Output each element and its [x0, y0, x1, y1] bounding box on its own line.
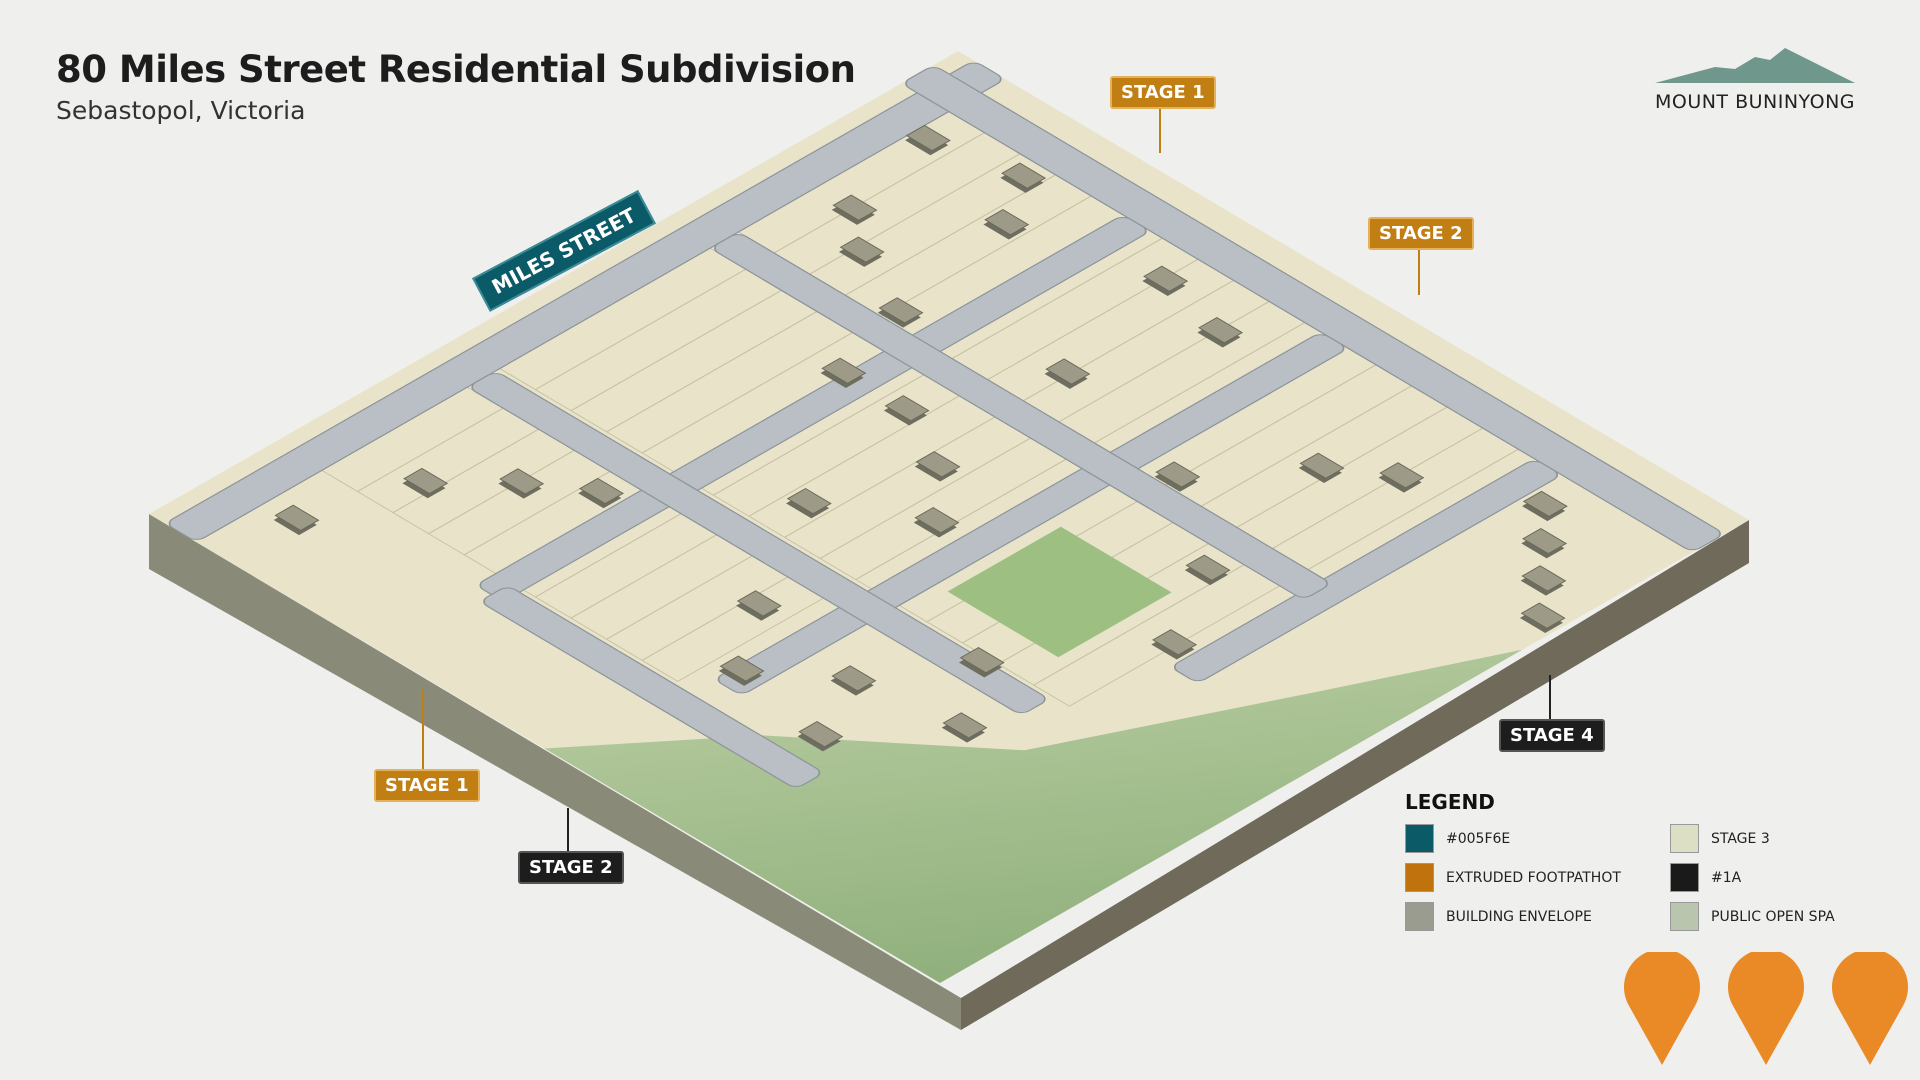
legend-item: STAGE 3 — [1670, 824, 1885, 853]
building — [719, 655, 765, 682]
legend-item: BUILDING ENVELOPE — [1405, 902, 1670, 931]
building — [1185, 554, 1231, 581]
map-pin-icon[interactable] — [1830, 952, 1910, 1067]
building — [1522, 490, 1568, 518]
building — [1522, 527, 1568, 555]
legend-swatch — [1670, 902, 1699, 931]
road — [471, 373, 1046, 714]
building — [1521, 565, 1567, 592]
building — [914, 507, 960, 534]
legend-label: EXTRUDED FOOTPATHOT — [1446, 869, 1621, 886]
building — [905, 124, 951, 152]
park — [947, 526, 1172, 658]
building — [786, 487, 832, 515]
stage-tag: STAGE 2 — [1368, 217, 1474, 250]
road — [1173, 460, 1559, 682]
legend-swatch — [1670, 863, 1699, 892]
road — [483, 587, 821, 787]
legend-swatch — [1670, 824, 1699, 853]
legend-item: EXTRUDED FOOTPATHOT — [1405, 863, 1670, 892]
legend-swatch — [1405, 902, 1434, 931]
stage-tag: STAGE 1 — [1110, 76, 1216, 109]
mountain-icon — [1655, 48, 1855, 83]
slab-right-side — [961, 520, 1749, 1030]
legend-label: STAGE 3 — [1711, 830, 1770, 847]
building — [1143, 265, 1189, 292]
building — [1045, 358, 1091, 385]
building — [942, 712, 988, 739]
building — [832, 194, 878, 221]
building — [984, 209, 1030, 236]
building — [736, 590, 782, 617]
leader-line — [1418, 250, 1420, 295]
page-title: 80 Miles Street Residential Subdivision — [56, 48, 856, 91]
stage-tag: STAGE 1 — [374, 769, 480, 802]
logo: MOUNT BUNINYONG — [1640, 45, 1870, 113]
building — [1155, 461, 1201, 488]
building — [878, 297, 924, 324]
road — [714, 234, 1328, 598]
legend-label: #1A — [1711, 869, 1742, 886]
page-subtitle: Sebastopol, Victoria — [56, 96, 306, 125]
legend-label: BUILDING ENVELOPE — [1446, 908, 1592, 925]
building — [839, 236, 885, 263]
building — [959, 647, 1005, 674]
legend-swatch — [1405, 863, 1434, 892]
leader-line — [1549, 675, 1551, 720]
building — [1001, 162, 1047, 189]
legend-title: LEGEND — [1405, 790, 1495, 814]
legend: LEGEND #005F6E STAGE 3 EXTRUDED FOOTPATH… — [1405, 790, 1885, 931]
legend-label: PUBLIC OPEN SPA — [1711, 908, 1835, 925]
legend-swatch — [1405, 824, 1434, 853]
stage-tag: STAGE 2 — [518, 851, 624, 884]
building — [915, 451, 961, 478]
road — [905, 67, 1721, 551]
legend-item: #1A — [1670, 863, 1885, 892]
building — [499, 468, 545, 495]
building — [403, 467, 449, 495]
building — [274, 504, 320, 531]
map-pin-icon[interactable] — [1622, 952, 1702, 1067]
leader-line — [422, 690, 424, 770]
building — [884, 395, 930, 422]
slab-left-side — [149, 514, 961, 1030]
building — [1198, 317, 1244, 344]
leader-line — [567, 808, 569, 853]
building — [798, 721, 844, 748]
legend-item: PUBLIC OPEN SPA — [1670, 902, 1885, 931]
building — [1299, 452, 1345, 479]
building — [1520, 602, 1566, 629]
legend-label: #005F6E — [1446, 830, 1511, 847]
leader-line — [1159, 108, 1161, 153]
building — [578, 477, 624, 505]
building — [1152, 629, 1198, 656]
legend-item: #005F6E — [1405, 824, 1670, 853]
building — [831, 665, 877, 692]
road — [479, 216, 1147, 600]
stage-tag: STAGE 4 — [1499, 719, 1605, 752]
open-space-green — [544, 649, 1523, 984]
map-pin-icon[interactable] — [1726, 952, 1806, 1067]
road — [168, 62, 1002, 540]
logo-name: MOUNT BUNINYONG — [1654, 91, 1856, 113]
building — [1379, 462, 1425, 489]
building — [821, 357, 867, 384]
